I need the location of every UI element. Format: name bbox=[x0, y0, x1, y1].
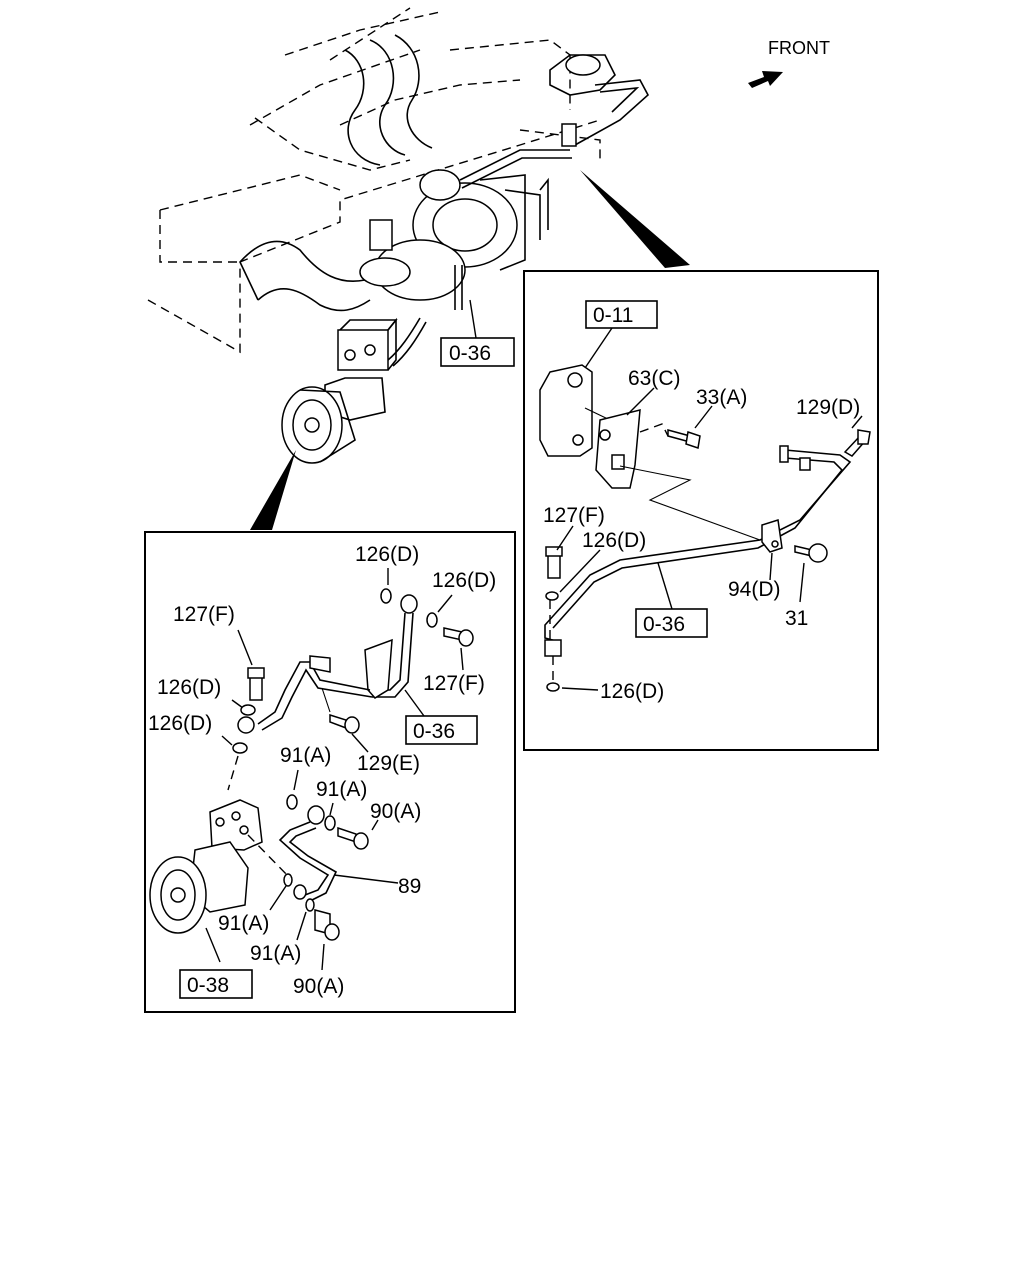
front-arrow-icon bbox=[748, 71, 783, 88]
callout-63c: 63(C) bbox=[628, 367, 681, 390]
callout-l-127f-right: 127(F) bbox=[423, 672, 485, 695]
callout-127f: 127(F) bbox=[543, 504, 605, 527]
left-ref-0-38-text: 0-38 bbox=[187, 974, 229, 997]
engine-overview bbox=[147, 7, 650, 464]
callout-129d: 129(D) bbox=[796, 396, 860, 419]
left-detail-panel: 126(D) 126(D) 127(F) 127(F) 126(D) 126(D… bbox=[144, 531, 516, 1013]
callout-l-129e: 129(E) bbox=[357, 752, 420, 775]
callout-l-126d-a: 126(D) bbox=[157, 676, 221, 699]
callout-l-89: 89 bbox=[398, 875, 421, 898]
callout-l-90a-1: 90(A) bbox=[370, 800, 421, 823]
callout-94d: 94(D) bbox=[728, 578, 781, 601]
callout-l-126d-right: 126(D) bbox=[432, 569, 496, 592]
main-ref-0-36: 0-36 bbox=[440, 299, 515, 367]
right-detail-panel: 0-11 63(C) 33(A) 129(D) bbox=[523, 270, 879, 751]
callout-126d-top: 126(D) bbox=[582, 529, 646, 552]
main-ref-0-36-text: 0-36 bbox=[449, 342, 491, 365]
callout-l-126d-top: 126(D) bbox=[355, 543, 419, 566]
left-ref-0-36-text: 0-36 bbox=[413, 720, 455, 743]
front-label: FRONT bbox=[768, 38, 830, 58]
pointer-right-panel bbox=[580, 170, 690, 268]
callout-l-91a-4: 91(A) bbox=[250, 942, 301, 965]
callout-l-91a-1: 91(A) bbox=[280, 744, 331, 767]
callout-l-91a-3: 91(A) bbox=[218, 912, 269, 935]
callout-33a: 33(A) bbox=[696, 386, 747, 409]
callout-l-90a-2: 90(A) bbox=[293, 975, 344, 998]
front-indicator: FRONT bbox=[748, 38, 830, 88]
right-ref-0-11-text: 0-11 bbox=[593, 304, 633, 327]
right-ref-0-36-text: 0-36 bbox=[643, 613, 685, 636]
callout-l-127f-left: 127(F) bbox=[173, 603, 235, 626]
pointer-left-panel bbox=[250, 450, 296, 530]
callout-31: 31 bbox=[785, 607, 808, 630]
callout-l-91a-2: 91(A) bbox=[316, 778, 367, 801]
callout-126d-bottom: 126(D) bbox=[600, 680, 664, 703]
callout-l-126d-b: 126(D) bbox=[148, 712, 212, 735]
